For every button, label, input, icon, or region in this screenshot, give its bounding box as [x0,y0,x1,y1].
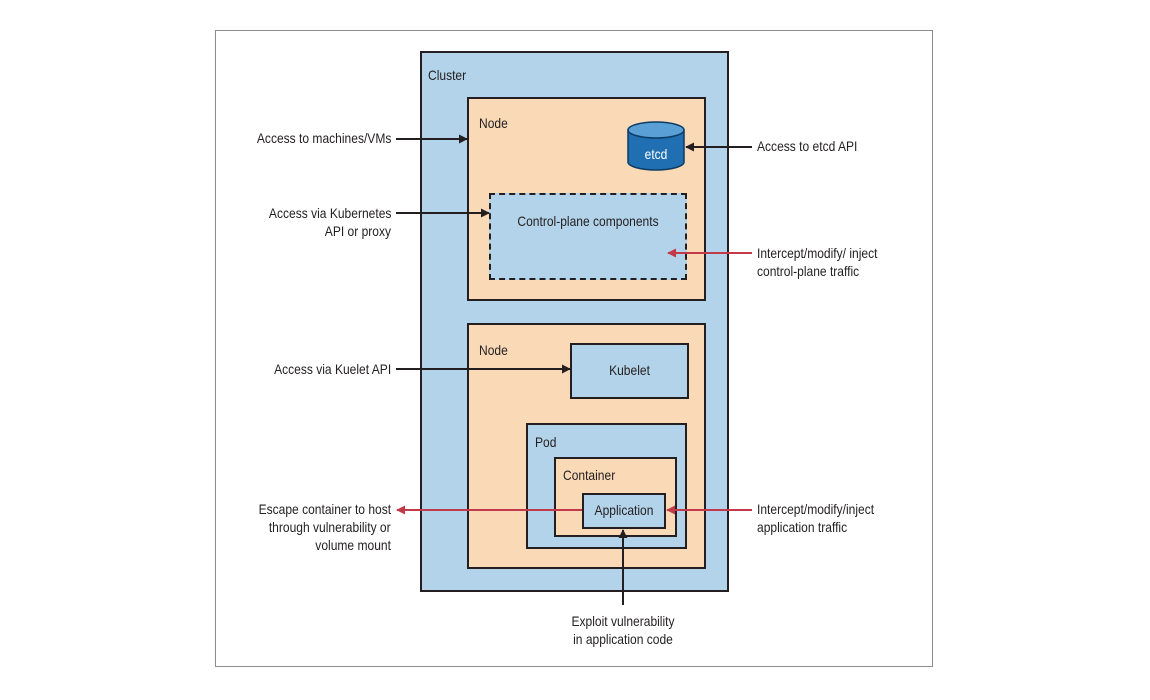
escape-annotation-line1: Escape container to host [258,501,391,517]
control-plane-traffic-annotation-line1: Intercept/modify/ inject [757,245,878,261]
etcd-database-icon [627,121,685,171]
etcd-api-annotation: Access to etcd API [757,138,858,154]
control-plane-label: Control-plane components [517,213,659,229]
application-label: Application [594,502,654,518]
app-traffic-annotation-line2: application traffic [757,519,848,535]
etcd-label: etcd [644,146,668,162]
application-box [582,493,666,529]
control-plane-components-box [489,193,687,280]
machines-annotation: Access to machines/VMs [256,130,391,146]
escape-annotation-line2: through vulnerability or [269,519,391,535]
cluster-label: Cluster [428,67,467,83]
kubernetes-api-annotation-line2: API or proxy [324,223,391,239]
kubernetes-api-annotation-line1: Access via Kubernetes [268,205,391,221]
control-node-label: Node [479,115,508,131]
kubelet-box [570,343,689,399]
exploit-annotation-line1: Exploit vulnerability [571,613,675,629]
control-plane-traffic-annotation-line2: control-plane traffic [757,263,860,279]
kubelet-label: Kubelet [609,362,650,378]
escape-annotation-line3: volume mount [315,537,391,553]
pod-label: Pod [535,434,557,450]
worker-node-label: Node [479,342,508,358]
kubelet-api-annotation: Access via Kuelet API [273,361,391,377]
app-traffic-annotation-line1: Intercept/modify/inject [757,501,875,517]
container-label: Container [563,467,616,483]
exploit-annotation-line2: in application code [573,631,673,647]
